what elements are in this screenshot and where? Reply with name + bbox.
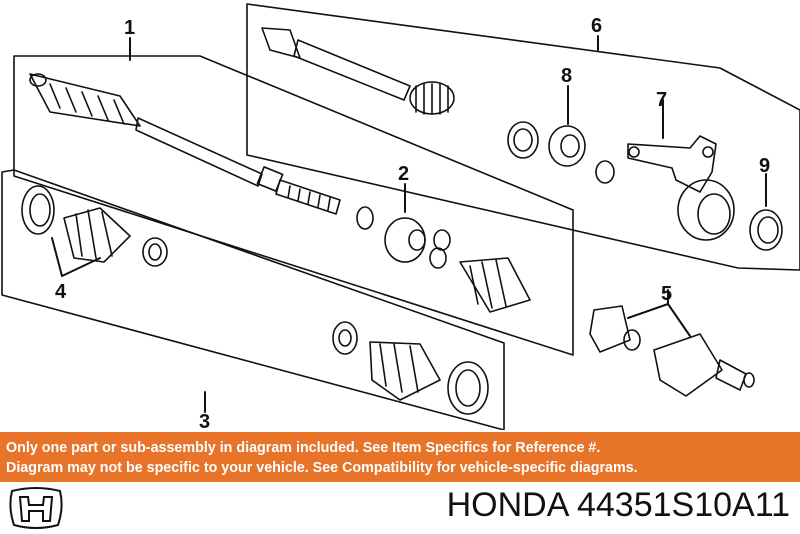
notice-line-2: Diagram may not be specific to your vehi… [6, 460, 638, 476]
part-4-boot-kit [21, 185, 168, 267]
part-7-bracket [627, 135, 735, 241]
callout-9: 9 [759, 155, 770, 177]
brand-name: HONDA [446, 486, 568, 524]
footer: HONDA 44351S10A11 [0, 484, 800, 533]
panel-6-outline [246, 3, 800, 271]
panel-1-outline [13, 55, 574, 356]
part-number-line: HONDA 44351S10A11 [447, 486, 790, 525]
part-2-joint [356, 206, 531, 313]
callout-7: 7 [656, 89, 667, 111]
callout-leaders [51, 35, 767, 413]
compatibility-notice: Only one part or sub-assembly in diagram… [0, 432, 800, 482]
part-9-seal [749, 209, 783, 251]
part-6-shaft [261, 27, 455, 115]
part-5-joint [589, 305, 755, 397]
part-8-bearing [507, 121, 615, 184]
parts-diagram: 1 2 3 4 5 6 7 8 9 [1, 3, 800, 433]
notice-line-1: Only one part or sub-assembly in diagram… [6, 440, 601, 456]
axle-shaft [29, 73, 341, 215]
callout-6: 6 [591, 15, 602, 37]
callout-4: 4 [55, 281, 67, 303]
part-number: 44351S10A11 [576, 486, 790, 524]
part-3-boot-kit [332, 321, 489, 415]
callout-2: 2 [398, 163, 409, 185]
honda-h-logo-icon [8, 487, 64, 529]
callout-3: 3 [199, 411, 210, 430]
callout-5: 5 [661, 283, 672, 305]
panel-3-outline [1, 169, 505, 431]
callout-8: 8 [561, 65, 572, 87]
callout-1: 1 [124, 17, 135, 39]
